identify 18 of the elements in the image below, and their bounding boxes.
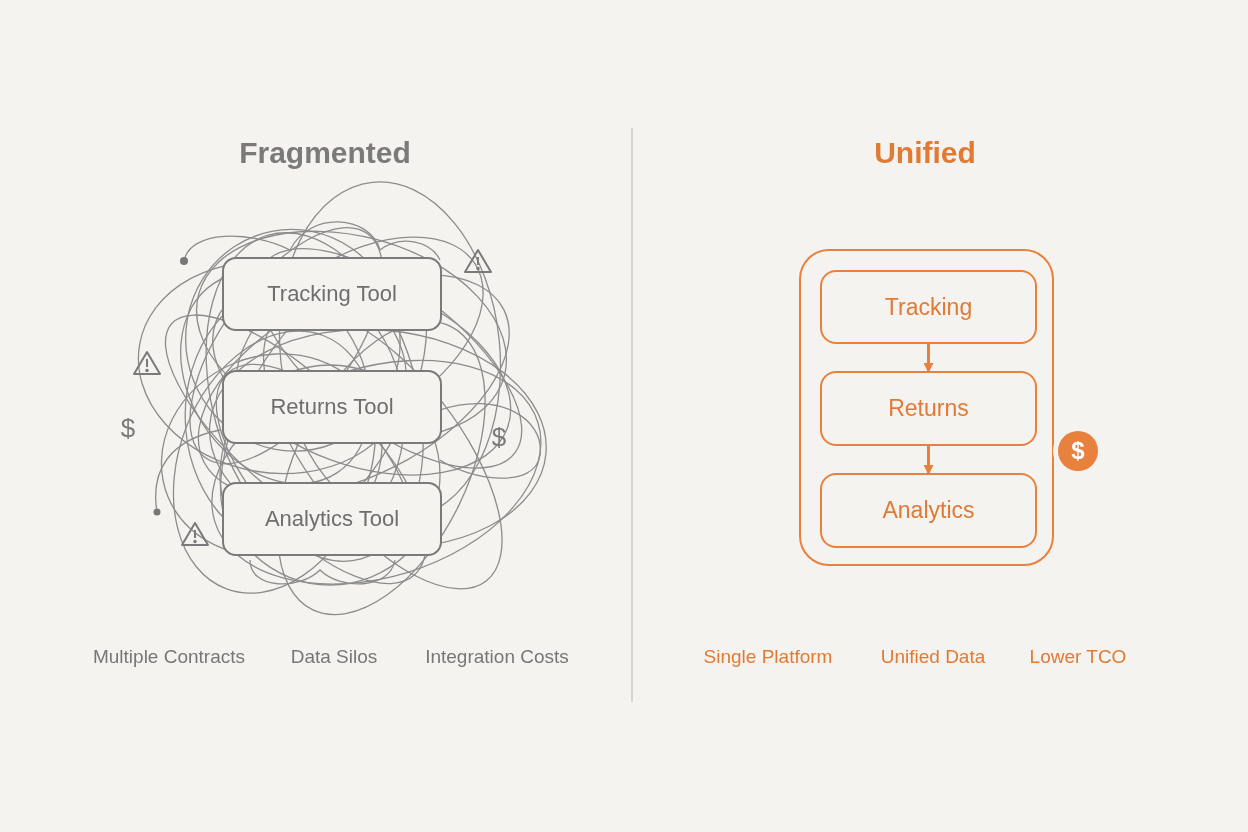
arrow bbox=[923, 446, 934, 475]
benefit-text: Single Platform bbox=[703, 646, 833, 668]
module-box: Analytics bbox=[820, 473, 1037, 548]
tool-box: Analytics Tool bbox=[222, 482, 442, 556]
benefit-text: Integration Costs bbox=[425, 646, 569, 668]
dollar-sign: $ bbox=[120, 412, 136, 444]
tool-box: Tracking Tool bbox=[222, 257, 442, 331]
container-box bbox=[799, 249, 1054, 566]
tool-box: Returns Tool bbox=[222, 370, 442, 444]
benefit-text: Multiple Contracts bbox=[92, 646, 246, 668]
arrow bbox=[923, 344, 934, 373]
benefit-text: Data Silos bbox=[290, 646, 378, 668]
module-box: Tracking bbox=[820, 270, 1037, 344]
module-box: Returns bbox=[820, 371, 1037, 446]
benefit-text: Lower TCO bbox=[1029, 646, 1127, 668]
section-heading: Unified bbox=[874, 136, 976, 170]
benefit-text: Unified Data bbox=[880, 646, 986, 668]
section-heading: Fragmented bbox=[239, 136, 411, 170]
